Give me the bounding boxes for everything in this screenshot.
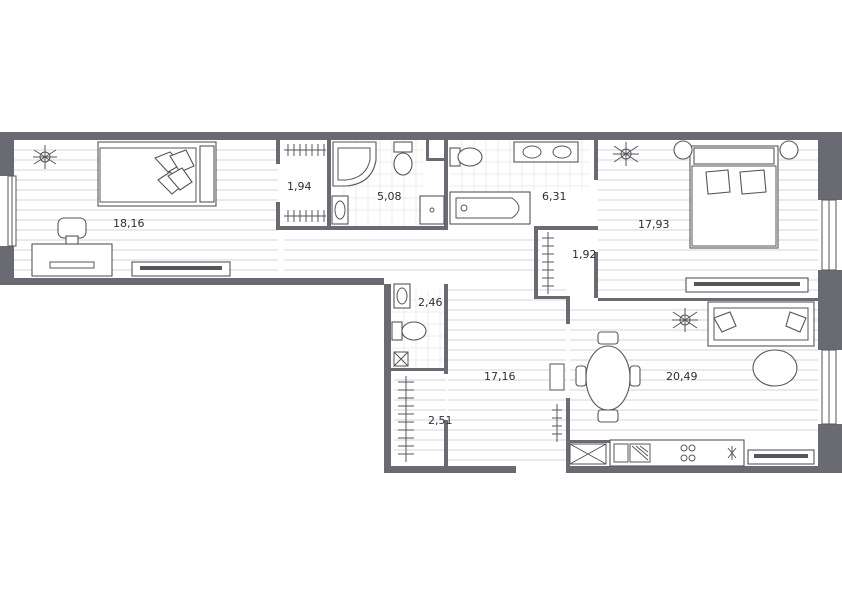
dining-table — [575, 331, 641, 423]
tv-right — [685, 277, 809, 293]
bed-left — [97, 141, 217, 207]
area-label-toilet-small: 2,46 — [418, 296, 443, 309]
bathtub — [449, 191, 531, 225]
plant-icon — [613, 142, 639, 166]
area-labels: 18,16 1,94 5,08 6,31 17,93 1,92 2,46 17,… — [113, 180, 698, 427]
sofa — [707, 301, 815, 347]
washer-bathroom — [419, 195, 445, 225]
sink-bathroom — [331, 195, 349, 225]
tv-left — [131, 261, 231, 277]
shaft-box — [393, 351, 409, 367]
area-label-bedroom-right: 17,93 — [638, 218, 670, 231]
kitchen-box — [569, 443, 607, 465]
toilet-small-fixture — [391, 321, 427, 341]
area-label-closet-left: 1,94 — [287, 180, 312, 193]
tv-living — [747, 449, 815, 465]
closet-right-rails — [542, 232, 554, 294]
desk-left — [31, 217, 113, 277]
area-label-bedroom-left: 18,16 — [113, 217, 145, 230]
sink-small — [393, 283, 411, 309]
plant-icon — [33, 145, 57, 169]
double-sink — [513, 141, 579, 163]
corner-bathtub — [332, 141, 377, 187]
area-label-closet-right: 1,92 — [572, 248, 597, 261]
area-label-bathroom: 5,08 — [377, 190, 402, 203]
plant-icon — [672, 308, 698, 332]
windows — [7, 175, 837, 425]
area-label-wardrobe: 2,51 — [428, 414, 453, 427]
closet-left-rails — [284, 144, 326, 222]
walls — [0, 132, 842, 473]
toilet-bath — [449, 147, 483, 167]
coffee-table — [752, 349, 798, 387]
wardrobe-rails — [398, 376, 414, 462]
area-label-hallway: 17,16 — [484, 370, 516, 383]
area-label-living-kitchen: 20,49 — [666, 370, 698, 383]
kitchen-counter — [609, 439, 745, 467]
bed-right — [673, 140, 799, 249]
hallway-rack — [549, 363, 565, 442]
area-label-bath-tub-room: 6,31 — [542, 190, 567, 203]
toilet-bathroom — [393, 141, 413, 176]
